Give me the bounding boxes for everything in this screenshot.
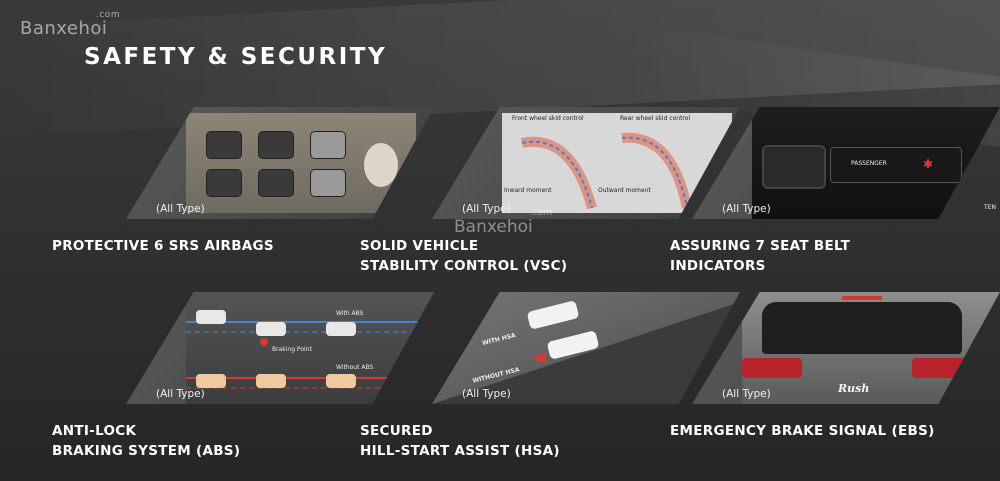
card-seatbelt: PASSENGER ✱ (All Type) TEN [692,107,1000,219]
seat-icon [258,169,294,197]
card-hsa: WITH HSA WITHOUT HSA (All Type) [432,292,740,404]
taillight-left [742,358,802,378]
type-label: (All Type) [462,203,511,215]
braking-point-label: Braking Point [272,346,312,353]
seat-icon [310,131,346,159]
feature-line: SECURED [360,423,433,439]
feature-line: ASSURING 7 SEAT BELT [670,238,851,254]
feature-line: HILL-START ASSIST (HSA) [360,443,560,459]
abs-diagram: With ABS Braking Point Without ABS [186,292,434,404]
brand-label: TEN [984,204,996,211]
feature-line: ANTI-LOCK [52,423,137,439]
feature-line: INDICATORS [670,258,766,274]
feature-title-abs: ANTI-LOCK BRAKING SYSTEM (ABS) [52,421,240,461]
car-rear-image: Rush [742,292,1000,404]
taillight-right [912,358,972,378]
feature-line: STABILITY CONTROL (VSC) [360,258,568,274]
watermark-text: Banxehoi [20,18,108,39]
without-abs-label: Without ABS [336,364,374,371]
type-label: (All Type) [722,203,771,215]
page-title: SAFETY & SECURITY [84,44,388,70]
card-airbags-image [126,107,434,219]
type-label: (All Type) [462,388,511,400]
card-airbags: (All Type) [126,107,434,219]
seat-icon [206,131,242,159]
feature-line: PROTECTIVE 6 SRS AIRBAGS [52,238,274,254]
card-watermark-text: Banxehoi [454,217,533,237]
type-label: (All Type) [156,203,205,215]
feature-title-airbags: PROTECTIVE 6 SRS AIRBAGS [52,236,274,256]
rush-badge: Rush [838,382,870,395]
card-abs-image: With ABS Braking Point Without ABS [126,292,434,404]
type-label: (All Type) [156,388,205,400]
card-ebs: Rush (All Type) [692,292,1000,404]
feature-line: EMERGENCY BRAKE SIGNAL (EBS) [670,423,935,439]
feature-title-vsc: SOLID VEHICLE STABILITY CONTROL (VSC) [360,236,567,276]
steering-wheel-icon [364,143,398,187]
feature-title-hsa: SECURED HILL-START ASSIST (HSA) [360,421,560,461]
rear-window [762,302,962,354]
seat-icon [258,131,294,159]
watermark-domain: .com [96,10,121,20]
front-wheel-label: Front wheel skid control [512,115,584,122]
inward-moment-label: Inward moment [504,187,552,194]
feature-title-seatbelt: ASSURING 7 SEAT BELT INDICATORS [670,236,850,276]
feature-line: BRAKING SYSTEM (ABS) [52,443,241,459]
dashboard-panel-image: PASSENGER ✱ [752,107,1000,219]
feature-title-ebs: EMERGENCY BRAKE SIGNAL (EBS) [670,421,935,441]
hsa-slope-graphic [432,301,740,404]
seatbelt-warning-icon: ✱ [923,157,934,171]
outward-moment-label: Outward moment [598,187,651,194]
card-vsc: Front wheel skid control Rear wheel skid… [432,107,740,237]
seat-icon [206,169,242,197]
rear-wheel-label: Rear wheel skid control [620,115,691,122]
type-label: (All Type) [722,388,771,400]
vsc-curves-graphic [521,132,692,210]
watermark-logo: Banxehoi .com [20,10,120,39]
air-vent [762,145,826,189]
indicator-panel: PASSENGER ✱ [830,147,962,183]
card-watermark: Banxehoi .com [454,208,552,237]
card-watermark-domain: .com [530,208,553,218]
feature-line: SOLID VEHICLE [360,238,479,254]
with-abs-label: With ABS [336,310,364,317]
brake-light-top [842,296,882,300]
card-abs: With ABS Braking Point Without ABS (All … [126,292,434,404]
cabin-topview-image [186,113,416,213]
seat-icon [310,169,346,197]
passenger-label: PASSENGER [851,160,887,167]
